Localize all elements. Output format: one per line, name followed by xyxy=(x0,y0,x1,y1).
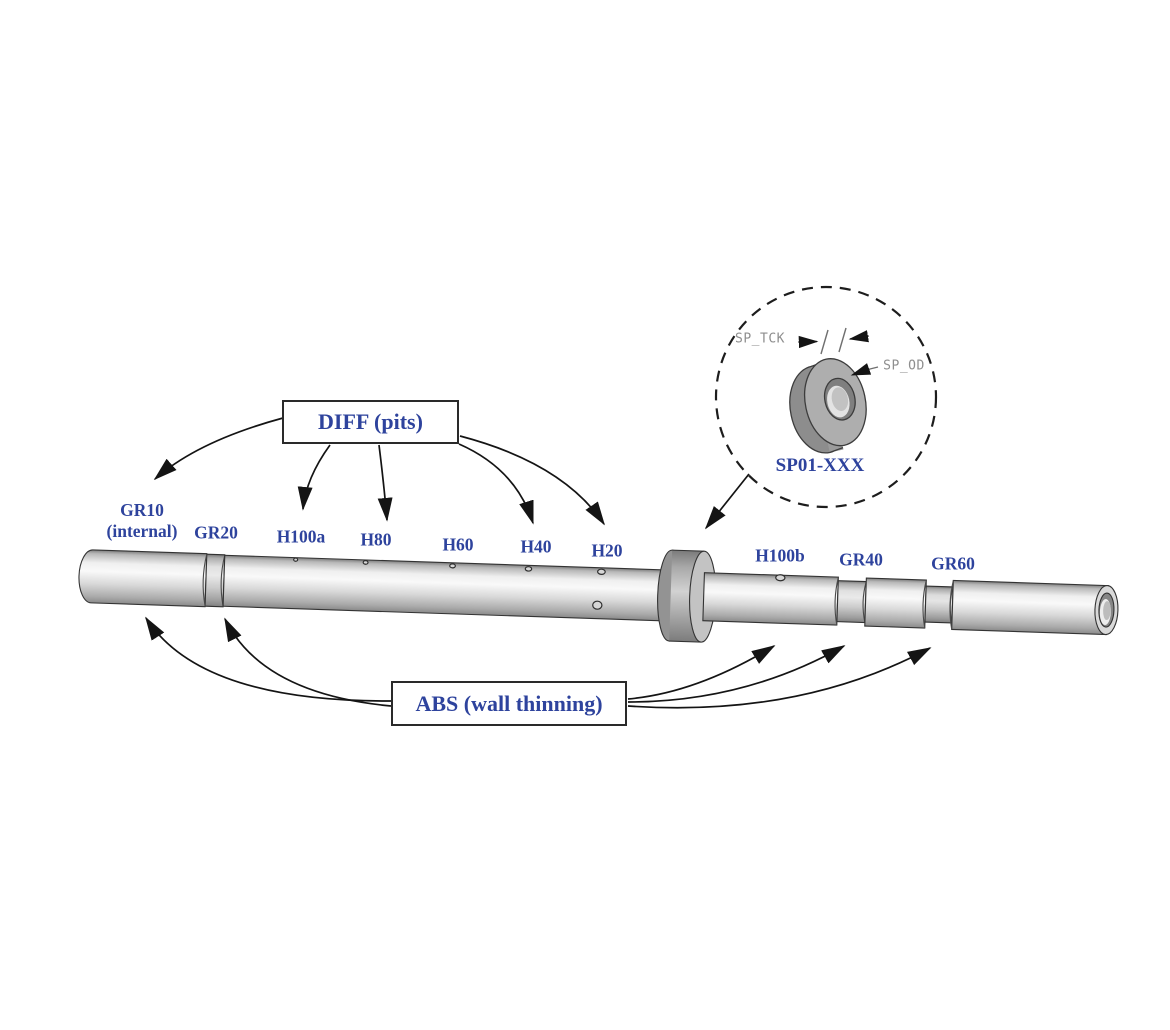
spacer-part-label: SP01-XXX xyxy=(775,455,865,476)
defect-label-h100a: H100a xyxy=(276,526,326,547)
tube-section-d xyxy=(864,577,927,629)
callout-arrows xyxy=(145,417,932,709)
arrow-diff-to-h40 xyxy=(458,443,534,525)
tube-drawing xyxy=(78,549,1119,643)
abs-callout-box: ABS (wall thinning) xyxy=(391,681,627,726)
defect-label-h60: H60 xyxy=(442,534,474,555)
sp-od-dim-label: SP_OD xyxy=(883,358,925,374)
diff-callout-label: DIFF (pits) xyxy=(318,409,423,434)
arrow-abs-to-h100b xyxy=(627,645,776,700)
tube-section-end xyxy=(951,579,1109,636)
defect-label-h40: H40 xyxy=(520,536,552,557)
defect-label-gr20: GR20 xyxy=(194,522,238,543)
arrow-abs-to-gr10 xyxy=(145,616,392,702)
tube-section-after-ring xyxy=(702,572,839,626)
pit-h100b xyxy=(775,574,786,582)
defect-label-gr10-name: GR10 xyxy=(120,500,164,520)
arrow-diff-to-gr10 xyxy=(153,417,284,481)
defect-label-gr40: GR40 xyxy=(839,549,883,570)
arrow-abs-to-gr20 xyxy=(224,617,392,707)
pit-h40 xyxy=(524,566,533,572)
pit-h100a xyxy=(293,557,299,562)
arrow-abs-to-gr40 xyxy=(627,645,846,703)
leader-sp-od xyxy=(850,363,879,376)
defect-label-h20: H20 xyxy=(591,540,623,561)
sp-tck-dim-label: SP_TCK xyxy=(735,331,785,347)
arrow-diff-to-h80 xyxy=(377,444,393,522)
abs-callout-label: ABS (wall thinning) xyxy=(415,690,603,716)
pit-h80 xyxy=(362,560,369,565)
detail-view-circle xyxy=(704,285,938,530)
defect-label-h100b: H100b xyxy=(755,545,805,566)
spacer-ring xyxy=(789,358,867,454)
defect-label-gr10: GR10 (internal) xyxy=(107,500,178,542)
pit-front xyxy=(592,600,603,610)
defect-label-gr10-note: (internal) xyxy=(106,521,178,541)
arrow-abs-to-gr60 xyxy=(627,647,932,709)
arrow-diff-to-h20 xyxy=(459,435,605,526)
pit-h60 xyxy=(449,563,456,569)
defect-label-h80: H80 xyxy=(360,529,392,550)
tube-section-main xyxy=(222,554,669,622)
pit-holes xyxy=(293,557,786,610)
tube-open-end xyxy=(1094,585,1119,636)
support-ring xyxy=(657,549,717,643)
arrow-diff-to-h100a xyxy=(297,444,331,511)
pit-h20 xyxy=(597,568,606,575)
defect-label-gr60: GR60 xyxy=(931,553,975,574)
tube-section-left xyxy=(78,549,208,608)
leader-detail-to-ring xyxy=(704,473,750,530)
dimension-sp-tck xyxy=(797,327,870,355)
diff-callout-box: DIFF (pits) xyxy=(282,400,459,444)
